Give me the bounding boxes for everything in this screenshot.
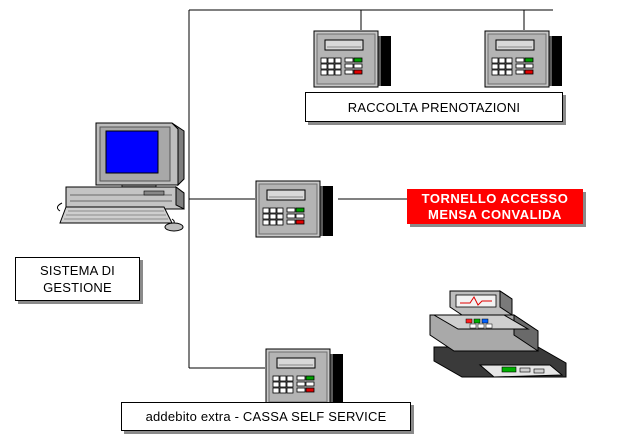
tornello-line-1: TORNELLO ACCESSO xyxy=(421,190,569,206)
tornello-line-2: MENSA CONVALIDA xyxy=(428,206,562,222)
sistema-gestione-label: SISTEMA DI GESTIONE xyxy=(15,257,140,301)
sistema-line-1: SISTEMA DI xyxy=(40,263,115,278)
badge-terminal-icon xyxy=(313,30,392,88)
desktop-computer-icon xyxy=(56,122,185,232)
badge-terminal-icon xyxy=(255,180,334,238)
badge-terminal-icon xyxy=(265,348,344,406)
cash-register-icon xyxy=(429,290,567,378)
badge-terminal-icon xyxy=(484,30,563,88)
tornello-accesso-label: TORNELLO ACCESSO MENSA CONVALIDA xyxy=(407,189,583,224)
sistema-line-2: GESTIONE xyxy=(43,280,112,295)
addebito-extra-label: addebito extra - CASSA SELF SERVICE xyxy=(121,402,411,431)
raccolta-prenotazioni-label: RACCOLTA PRENOTAZIONI xyxy=(305,92,563,122)
